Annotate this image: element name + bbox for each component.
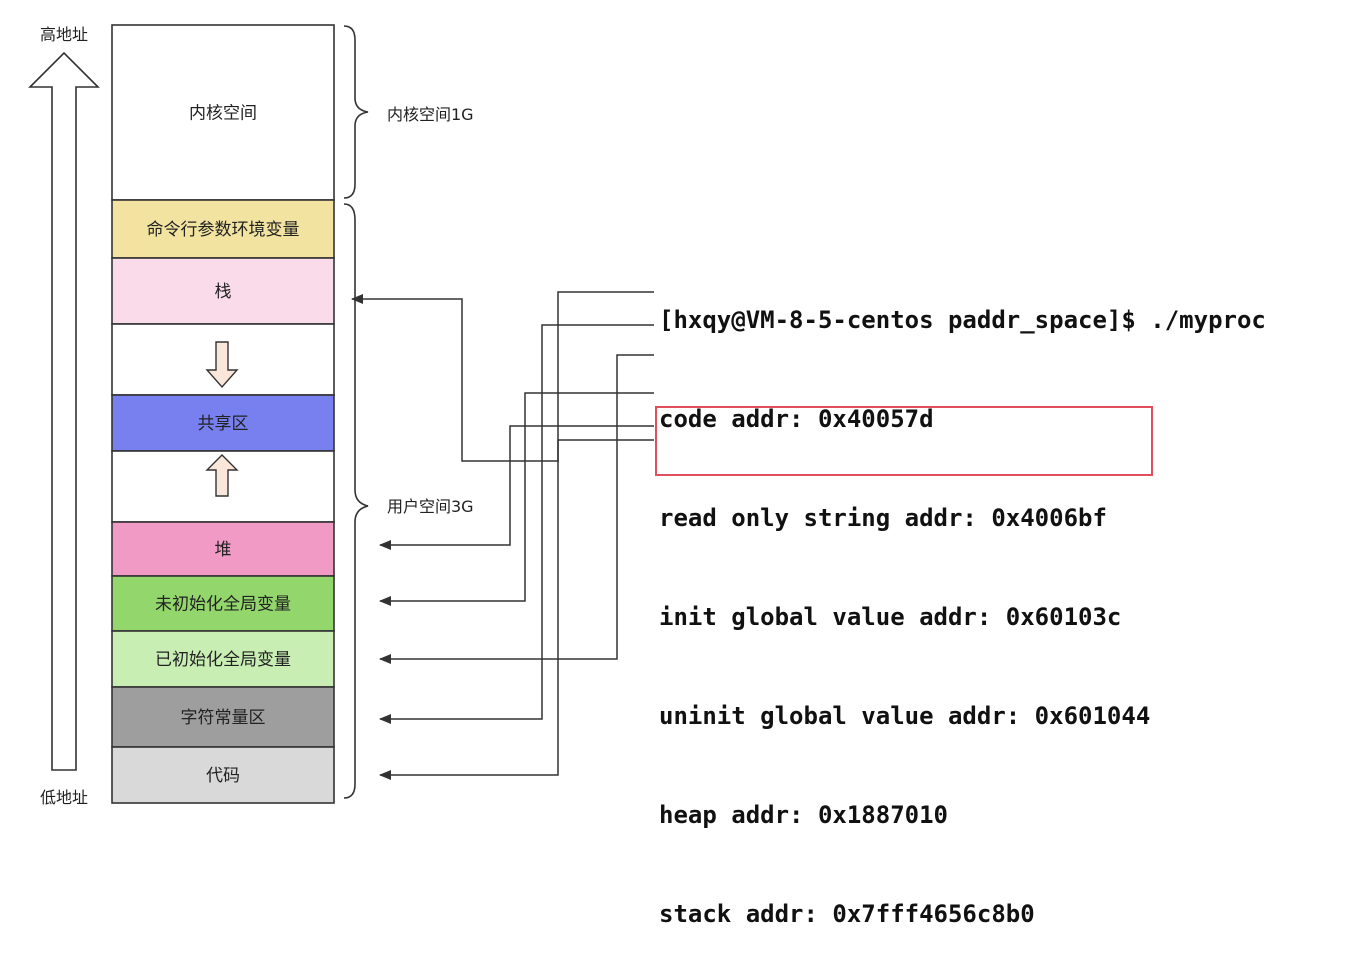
- segment-label-shared-region: 共享区: [198, 414, 249, 434]
- memory-segments: 内核空间命令行参数环境变量栈共享区堆未初始化全局变量已初始化全局变量字符常量区代…: [111, 24, 335, 804]
- user-space-label: 用户空间3G: [387, 497, 474, 516]
- segment-label-kernel-space: 内核空间: [189, 104, 257, 124]
- segment-label-heap: 堆: [215, 540, 232, 560]
- user-space-brace: [343, 203, 369, 799]
- segment-label-string-constants: 字符常量区: [181, 708, 266, 728]
- segment-label-init-global: 已初始化全局变量: [155, 650, 291, 670]
- terminal-line-rodata: read only string addr: 0x4006bf: [659, 504, 1107, 532]
- terminal-output: [hxqy@VM-8-5-centos paddr_space]$ ./mypr…: [659, 238, 1266, 964]
- cropped-line-mask: [655, 226, 1075, 240]
- stack-connector: [351, 294, 654, 462]
- code-connector: [379, 291, 654, 780]
- segment-heap: [111, 521, 335, 577]
- address-direction-arrow: [28, 51, 100, 771]
- heap-growth-up-arrow: [205, 454, 239, 497]
- heap-stack-highlight-box: [655, 406, 1153, 476]
- segment-cmdline-env: [111, 199, 335, 259]
- heap-connector: [379, 425, 654, 550]
- segment-label-uninit-global: 未初始化全局变量: [155, 595, 291, 615]
- uninit-global-connector: [379, 392, 654, 606]
- segment-shared-region: [111, 394, 335, 452]
- terminal-prompt: [hxqy@VM-8-5-centos paddr_space]$ ./mypr…: [659, 306, 1266, 334]
- segment-stack: [111, 257, 335, 325]
- terminal-line-uninit-global: uninit global value addr: 0x601044: [659, 702, 1151, 730]
- kernel-space-label: 内核空间1G: [387, 105, 474, 124]
- kernel-space-brace: [343, 25, 369, 199]
- segment-uninit-global: [111, 575, 335, 632]
- terminal-line-init-global: init global value addr: 0x60103c: [659, 603, 1122, 631]
- terminal-line-heap: heap addr: 0x1887010: [659, 801, 948, 829]
- segment-string-constants: [111, 686, 335, 748]
- rodata-connector: [379, 324, 654, 724]
- memory-layout-diagram: 高地址 低地址 内核空间命令行参数环境变量栈共享区堆未初始化全局变量已初始化全局…: [28, 24, 654, 807]
- segment-label-cmdline-env: 命令行参数环境变量: [147, 220, 300, 240]
- segment-label-code: 代码: [206, 766, 240, 786]
- segment-code: [111, 746, 335, 804]
- terminal-line-code: code addr: 0x40057d: [659, 405, 934, 433]
- segment-kernel-space: [111, 24, 335, 201]
- segment-init-global: [111, 630, 335, 688]
- low-address-label: 低地址: [40, 788, 88, 807]
- segment-label-stack: 栈: [215, 282, 232, 302]
- init-global-connector: [379, 354, 654, 664]
- high-address-label: 高地址: [40, 25, 88, 44]
- terminal-line-stack: stack addr: 0x7fff4656c8b0: [659, 900, 1035, 928]
- stack-growth-down-arrow: [205, 341, 239, 389]
